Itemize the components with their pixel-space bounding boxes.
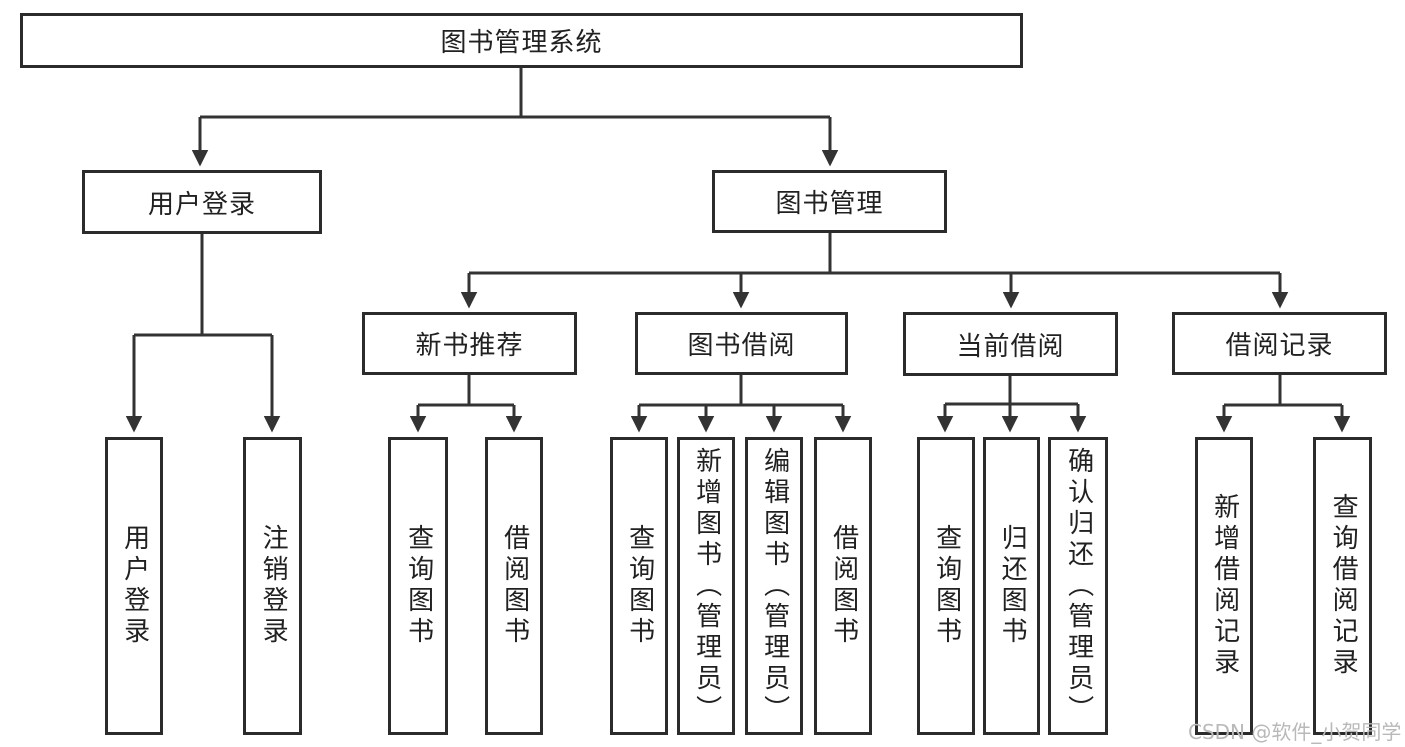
node-label: 归还图书 — [997, 524, 1028, 648]
leaf-add-book-admin: 新增图书（管理员） — [677, 437, 735, 735]
leaf-add-borrow-record: 新增借阅记录 — [1195, 437, 1253, 735]
node-label: 图书借阅 — [687, 331, 796, 361]
node-label: 确认归还（管理员） — [1063, 446, 1094, 726]
node-label: 借阅图书 — [499, 524, 530, 648]
node-user-login-group: 用户登录 — [82, 170, 322, 234]
leaf-confirm-return-admin: 确认归还（管理员） — [1048, 437, 1108, 735]
leaf-query-books-current: 查询图书 — [917, 437, 975, 735]
node-label: 借阅记录 — [1225, 331, 1334, 361]
node-label: 编辑图书（管理员） — [759, 446, 790, 726]
node-new-book-recommendation: 新书推荐 — [362, 312, 577, 375]
node-label: 用户登录 — [119, 524, 150, 648]
node-label: 查询图书 — [624, 524, 655, 648]
node-label: 查询借阅记录 — [1328, 493, 1359, 679]
node-book-management: 图书管理 — [712, 170, 947, 233]
node-label: 查询图书 — [931, 524, 962, 648]
node-label: 图书管理系统 — [440, 28, 603, 58]
node-label: 新增借阅记录 — [1209, 493, 1240, 679]
node-label: 查询图书 — [403, 524, 434, 648]
leaf-edit-book-admin: 编辑图书（管理员） — [745, 437, 803, 735]
leaf-return-books: 归还图书 — [983, 437, 1040, 735]
node-label: 借阅图书 — [828, 524, 859, 648]
leaf-borrow-books-borrowing: 借阅图书 — [814, 437, 872, 735]
node-label: 图书管理 — [775, 189, 884, 219]
node-label: 当前借阅 — [956, 331, 1065, 362]
node-library-management-system: 图书管理系统 — [20, 13, 1023, 68]
leaf-query-books-borrowing: 查询图书 — [610, 437, 668, 735]
node-label: 注销登录 — [258, 524, 289, 648]
leaf-query-borrow-record: 查询借阅记录 — [1313, 437, 1372, 735]
node-label: 新增图书（管理员） — [691, 446, 722, 726]
leaf-user-login: 用户登录 — [105, 437, 163, 735]
node-current-borrowing: 当前借阅 — [903, 312, 1118, 376]
leaf-query-books-recommend: 查询图书 — [388, 437, 448, 735]
node-label: 用户登录 — [147, 189, 256, 220]
leaf-logout: 注销登录 — [243, 437, 302, 735]
csdn-watermark: CSDN @软件_小贺同学 — [1188, 720, 1402, 744]
leaf-borrow-books-recommend: 借阅图书 — [485, 437, 543, 735]
node-borrowing-records: 借阅记录 — [1172, 312, 1387, 375]
node-book-borrowing: 图书借阅 — [635, 312, 848, 375]
node-label: 新书推荐 — [415, 331, 524, 361]
